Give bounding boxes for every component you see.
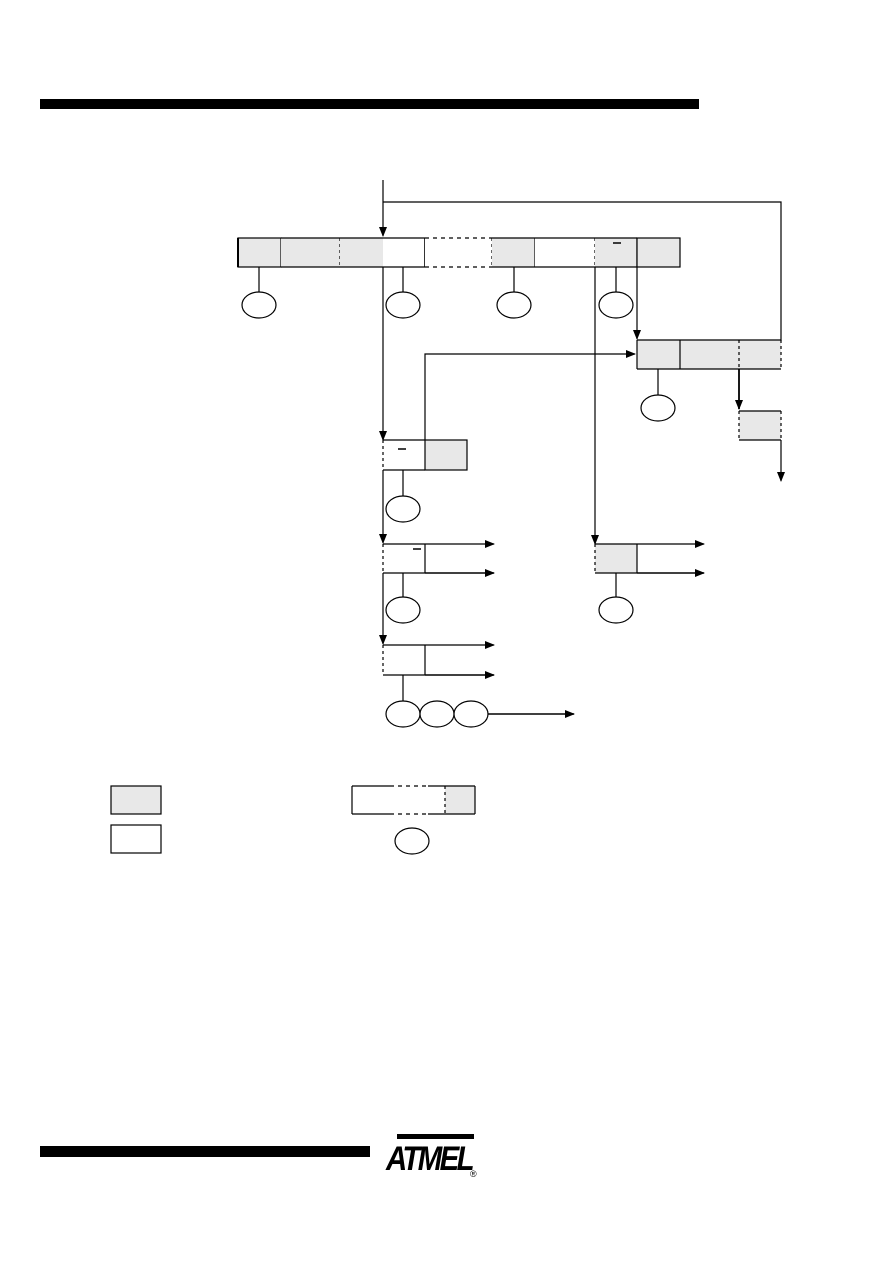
- top-row-ovals: [241, 267, 634, 319]
- oval-5: [640, 394, 676, 422]
- top-register-row: [237, 237, 681, 268]
- svg-text:®: ®: [470, 1169, 477, 1179]
- oval-2: [385, 291, 421, 319]
- oval-11: [453, 700, 489, 728]
- header-rule: [40, 99, 699, 109]
- atmel-logo: ATMEL ®: [385, 1134, 477, 1179]
- top-cell-4: [425, 238, 492, 267]
- oval-3: [496, 291, 532, 319]
- lower-block-a: [379, 540, 495, 645]
- flow-lines: [379, 180, 782, 545]
- oval-7: [385, 596, 421, 624]
- legend: [110, 784, 476, 855]
- legend-shaded-box: [110, 785, 162, 815]
- loop-to-right-register: [424, 350, 636, 440]
- legend-combined-box: [351, 784, 476, 816]
- footer-rule: [40, 1146, 370, 1157]
- top-cell-8: [636, 237, 681, 268]
- top-cell-2: [281, 238, 340, 267]
- top-cell-5: [492, 238, 535, 267]
- oval-6: [385, 495, 421, 523]
- svg-text:ATMEL: ATMEL: [385, 1140, 473, 1178]
- top-cell-1: [237, 237, 282, 268]
- right-register: [636, 339, 785, 482]
- middle-block: [379, 439, 468, 544]
- oval-9: [385, 700, 421, 728]
- lower-block-b: [382, 641, 575, 728]
- oval-10: [419, 700, 455, 728]
- top-cell-6: [535, 238, 595, 267]
- lower-block-right: [594, 540, 705, 624]
- legend-white-box: [110, 824, 162, 854]
- legend-oval: [394, 827, 430, 855]
- oval-4: [598, 291, 634, 319]
- oval-1: [241, 291, 277, 319]
- feedback-line: [383, 201, 782, 341]
- oval-8: [598, 596, 634, 624]
